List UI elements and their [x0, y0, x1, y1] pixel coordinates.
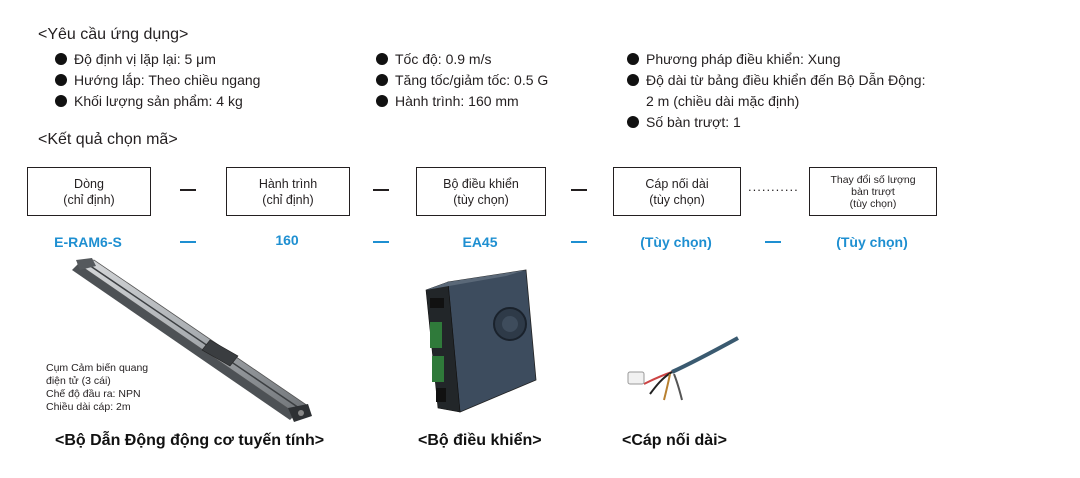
caption-extension-cable: <Cáp nối dài> [622, 432, 727, 449]
code-separator [571, 189, 587, 191]
bullet-icon [55, 53, 67, 65]
code-box-slider-count: Thay đổi số lượng bàn trượt (tùy chọn) [809, 167, 937, 216]
bullet-icon [627, 116, 639, 128]
requirement-item: Số bàn trượt: 1 [627, 112, 925, 133]
requirement-item: Phương pháp điều khiển: Xung [627, 49, 925, 70]
bullet-icon [627, 53, 639, 65]
result-separator [180, 241, 196, 243]
code-separator [373, 189, 389, 191]
extension-cable-image [627, 336, 739, 401]
result-separator [373, 241, 389, 243]
result-extension-cable: (Tùy chọn) [640, 234, 712, 250]
results-heading: <Kết quả chọn mã> [38, 131, 178, 148]
requirements-col-1: Độ định vị lặp lại: 5 μm Hướng lắp: Theo… [55, 49, 260, 112]
requirement-item: Độ dài từ bảng điều khiển đến Bộ Dẫn Độn… [627, 70, 925, 91]
requirement-item: Tăng tốc/giảm tốc: 0.5 G [376, 70, 548, 91]
requirement-item: Độ định vị lặp lại: 5 μm [55, 49, 260, 70]
controller-image [425, 269, 537, 413]
requirement-item: Hướng lắp: Theo chiều ngang [55, 70, 260, 91]
bullet-icon [376, 74, 388, 86]
caption-controller: <Bộ điều khiển> [418, 432, 542, 449]
bullet-icon [376, 53, 388, 65]
result-slider-count: (Tùy chọn) [836, 234, 908, 250]
caption-linear-actuator: <Bộ Dẫn Động động cơ tuyến tính> [55, 432, 325, 449]
sensor-note: Cụm Cảm biến quang điện tử (3 cái) Chế đ… [46, 362, 149, 413]
bullet-icon [376, 95, 388, 107]
code-separator-dots: ........... [748, 179, 799, 194]
requirement-item: Hành trình: 160 mm [376, 91, 548, 112]
requirements-col-2: Tốc độ: 0.9 m/s Tăng tốc/giảm tốc: 0.5 G… [376, 49, 548, 112]
linear-actuator-image [72, 258, 312, 422]
requirement-item: Khối lượng sản phẩm: 4 kg [55, 91, 260, 112]
result-controller: EA45 [462, 234, 498, 250]
requirements-heading: <Yêu cầu ứng dụng> [38, 26, 189, 43]
code-box-controller: Bộ điều khiển (tùy chọn) [416, 167, 546, 216]
result-series: E-RAM6-S [54, 234, 122, 250]
result-separator [765, 241, 781, 243]
requirement-item: Tốc độ: 0.9 m/s [376, 49, 548, 70]
code-box-stroke: Hành trình (chỉ định) [226, 167, 350, 216]
bullet-icon [55, 74, 67, 86]
code-separator [180, 189, 196, 191]
requirements-col-3: Phương pháp điều khiển: Xung Độ dài từ b… [627, 49, 925, 133]
bullet-icon [55, 95, 67, 107]
requirement-item-continuation: 2 m (chiều dài mặc định) [646, 93, 800, 109]
code-box-extension-cable: Cáp nối dài (tùy chọn) [613, 167, 741, 216]
result-separator [571, 241, 587, 243]
result-stroke: 160 [275, 232, 299, 248]
code-box-series: Dòng (chỉ định) [27, 167, 151, 216]
bullet-icon [627, 74, 639, 86]
